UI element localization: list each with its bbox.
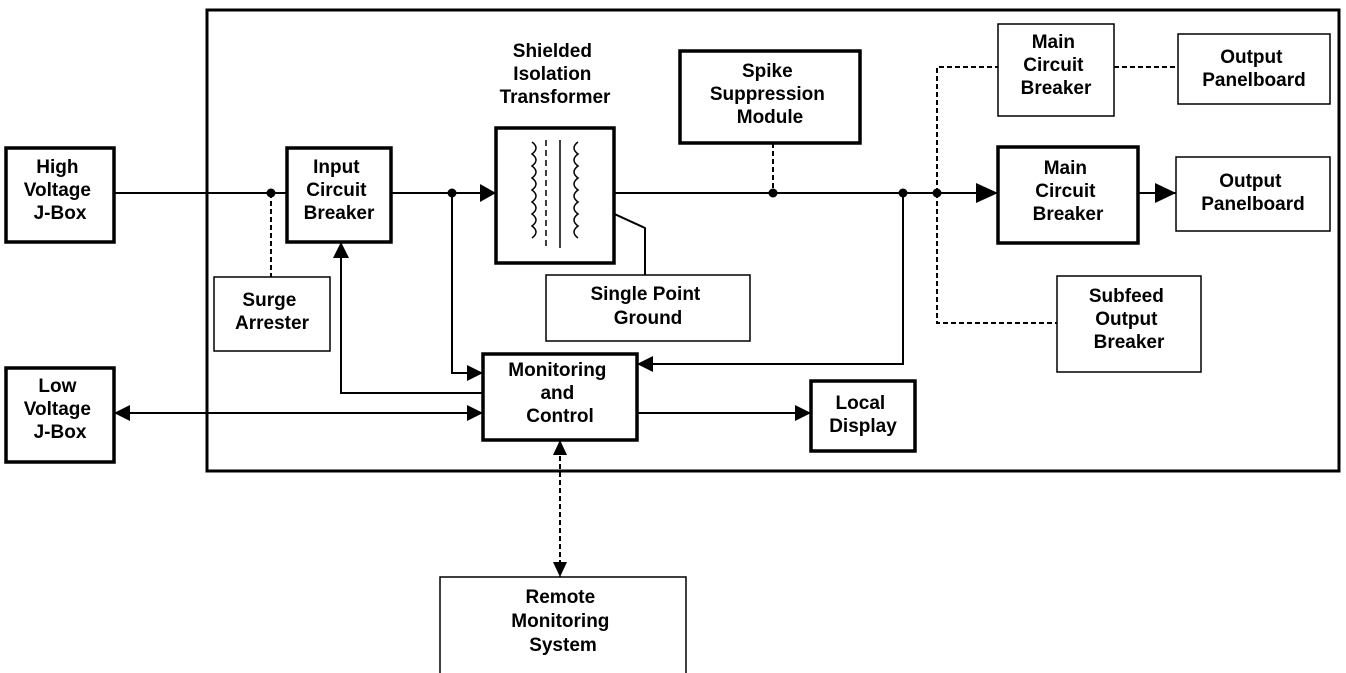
breaker-control-wire (340, 242, 483, 394)
arrow-into-input-breaker (333, 242, 349, 258)
input-sense-wire (451, 193, 483, 374)
local-display: Local Display (809, 379, 917, 453)
unit-enclosure-frame (205, 8, 1341, 473)
arrow-into-transformer (480, 184, 496, 202)
high-voltage-jbox: High Voltage J-Box (4, 146, 116, 244)
output-panelboard-top-label: Output Panelboard (1202, 47, 1305, 91)
spike-suppression-label: Spike Suppression Module (710, 61, 830, 128)
local-display-label: Local Display (829, 393, 897, 437)
arrow-remote-up (553, 440, 567, 455)
main-circuit-breaker-top: Main Circuit Breaker (997, 23, 1115, 117)
output-panelboard-top: Output Panelboard (1177, 33, 1331, 105)
arrow-monitor-input-sense (467, 365, 483, 381)
surge-junction-node (266, 188, 276, 198)
input-circuit-breaker: Input Circuit Breaker (285, 146, 393, 244)
arrow-into-output-panel (1155, 183, 1176, 203)
high-voltage-jbox-label: High Voltage J-Box (24, 157, 97, 224)
branch-top-breaker (936, 66, 998, 193)
arrow-remote-down (553, 562, 567, 577)
surge-arrester-label: Surge Arrester (235, 290, 310, 334)
remote-monitoring-system: Remote Monitoring System (439, 576, 687, 673)
spike-suppression-module: Spike Suppression Module (678, 49, 862, 145)
low-voltage-jbox-label: Low Voltage J-Box (24, 376, 97, 443)
shielded-isolation-transformer (494, 126, 616, 265)
subfeed-output-breaker: Subfeed Output Breaker (1056, 275, 1202, 373)
input-circuit-breaker-label: Input Circuit Breaker (304, 157, 375, 224)
arrow-into-main-breaker (976, 183, 998, 203)
single-point-ground: Single Point Ground (545, 274, 751, 342)
junction-nodes (266, 188, 942, 198)
output-panelboard-mid-label: Output Panelboard (1201, 171, 1304, 215)
low-voltage-jbox: Low Voltage J-Box (4, 366, 116, 464)
branch-subfeed-breaker (936, 193, 1057, 324)
input-sense-node (447, 188, 457, 198)
arrow-monitor-lv-in (467, 405, 483, 421)
arrow-monitor-output-sense (637, 356, 653, 372)
remote-monitoring-system-label: Remote Monitoring System (511, 587, 614, 656)
output-panelboard-mid: Output Panelboard (1175, 156, 1331, 232)
primary-winding-icon (530, 141, 537, 239)
transformer-title: Shielded Isolation Transformer (500, 41, 611, 108)
main-circuit-breaker-top-label: Main Circuit Breaker (1021, 32, 1092, 99)
main-circuit-breaker-mid: Main Circuit Breaker (996, 145, 1140, 245)
subfeed-output-breaker-label: Subfeed Output Breaker (1089, 286, 1169, 353)
arrowheads (114, 183, 1176, 577)
surge-arrester: Surge Arrester (213, 276, 331, 352)
monitoring-and-control-label: Monitoring and Control (508, 360, 611, 427)
monitoring-and-control: Monitoring and Control (481, 352, 639, 442)
spike-junction-node (768, 188, 778, 198)
output-sense-node (898, 188, 908, 198)
main-circuit-breaker-mid-label: Main Circuit Breaker (1033, 158, 1104, 225)
arrow-into-local-display (795, 405, 811, 421)
secondary-winding-icon (573, 141, 580, 239)
single-point-ground-label: Single Point Ground (590, 284, 705, 329)
output-branch-node (932, 188, 942, 198)
arrow-lv-jbox-out (114, 405, 130, 421)
output-sense-wire (637, 193, 904, 365)
